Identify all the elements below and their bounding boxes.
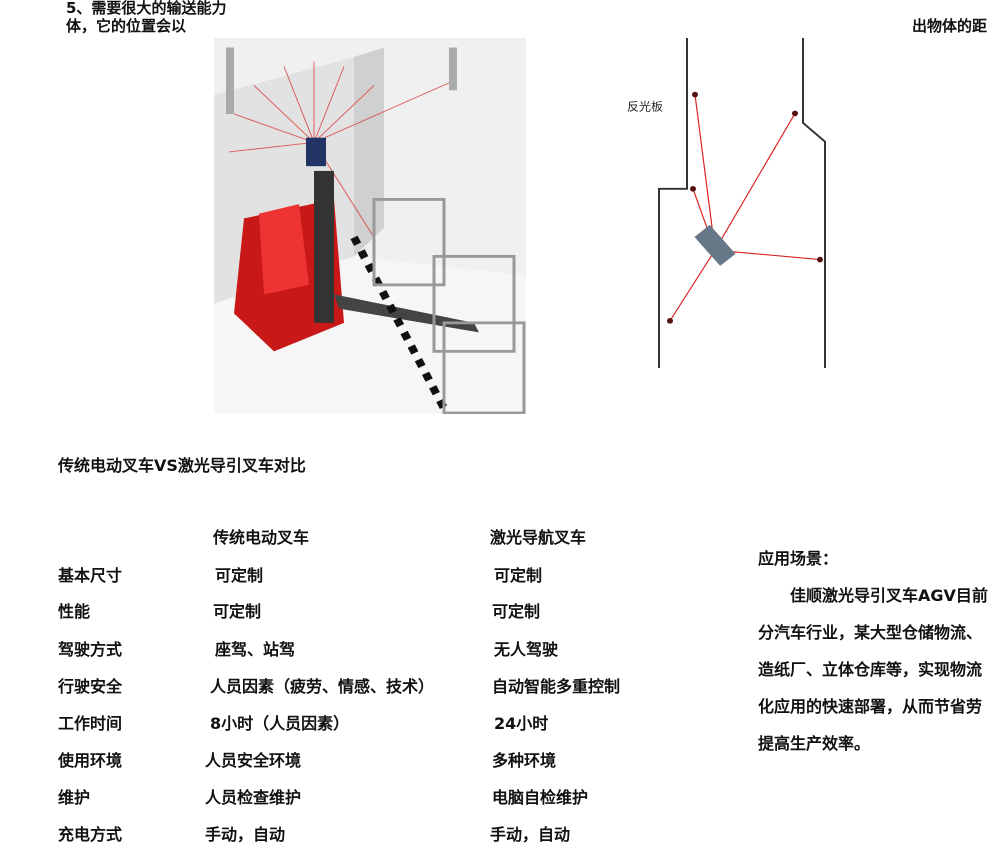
reflector-diagram: 反光板 xyxy=(627,38,826,368)
table-cell: 手动，自动 xyxy=(205,825,286,844)
laser-forklift-photo xyxy=(214,38,526,414)
table-cell: 手动，自动 xyxy=(490,825,571,844)
row-label: 驾驶方式 xyxy=(58,640,123,659)
comparison-title: 传统电动叉车VS激光导引叉车对比 xyxy=(58,456,306,475)
table-cell: 自动智能多重控制 xyxy=(492,677,621,696)
application-section: 应用场景： 佳顺激光导引叉车AGV目前 分汽车行业，某大型仓储物流、 造纸厂、立… xyxy=(758,540,996,762)
header-line-2-right: 出物体的距 xyxy=(912,17,988,35)
row-label: 性能 xyxy=(58,602,91,621)
application-line: 佳顺激光导引叉车AGV目前 xyxy=(758,586,988,605)
row-label: 维护 xyxy=(58,788,91,807)
application-line: 造纸厂、立体仓库等，实现物流 xyxy=(758,660,983,679)
table-cell: 无人驾驶 xyxy=(494,640,559,659)
reflector-label: 反光板 xyxy=(627,100,663,114)
table-cell: 可定制 xyxy=(492,602,541,621)
table-cell: 可定制 xyxy=(213,602,262,621)
row-label: 充电方式 xyxy=(58,825,123,844)
row-label: 基本尺寸 xyxy=(58,566,123,585)
column-header-laser: 激光导航叉车 xyxy=(490,528,587,547)
application-line: 提高生产效率。 xyxy=(758,734,871,753)
column-header-traditional: 传统电动叉车 xyxy=(213,528,310,547)
table-cell: 可定制 xyxy=(215,566,264,585)
table-cell: 座驾、站驾 xyxy=(215,640,296,659)
table-cell: 人员安全环境 xyxy=(205,751,302,770)
header-line-2-left: 体，它的位置会以 xyxy=(66,17,187,35)
table-cell: 多种环境 xyxy=(492,751,557,770)
table-cell: 可定制 xyxy=(494,566,543,585)
application-title: 应用场景： xyxy=(758,549,839,568)
table-cell: 24小时 xyxy=(494,714,549,733)
row-label: 工作时间 xyxy=(58,714,123,733)
row-label: 使用环境 xyxy=(58,751,123,770)
table-cell: 人员因素（疲劳、情感、技术） xyxy=(210,677,435,696)
table-cell: 8小时（人员因素） xyxy=(210,714,350,733)
application-line: 分汽车行业，某大型仓储物流、 xyxy=(758,623,983,642)
application-line: 化应用的快速部署，从而节省劳 xyxy=(758,697,983,716)
table-cell: 人员检查维护 xyxy=(205,788,302,807)
row-label: 行驶安全 xyxy=(58,677,123,696)
table-cell: 电脑自检维护 xyxy=(492,788,589,807)
header-line-1: 5、需要很大的输送能力 xyxy=(66,0,227,17)
